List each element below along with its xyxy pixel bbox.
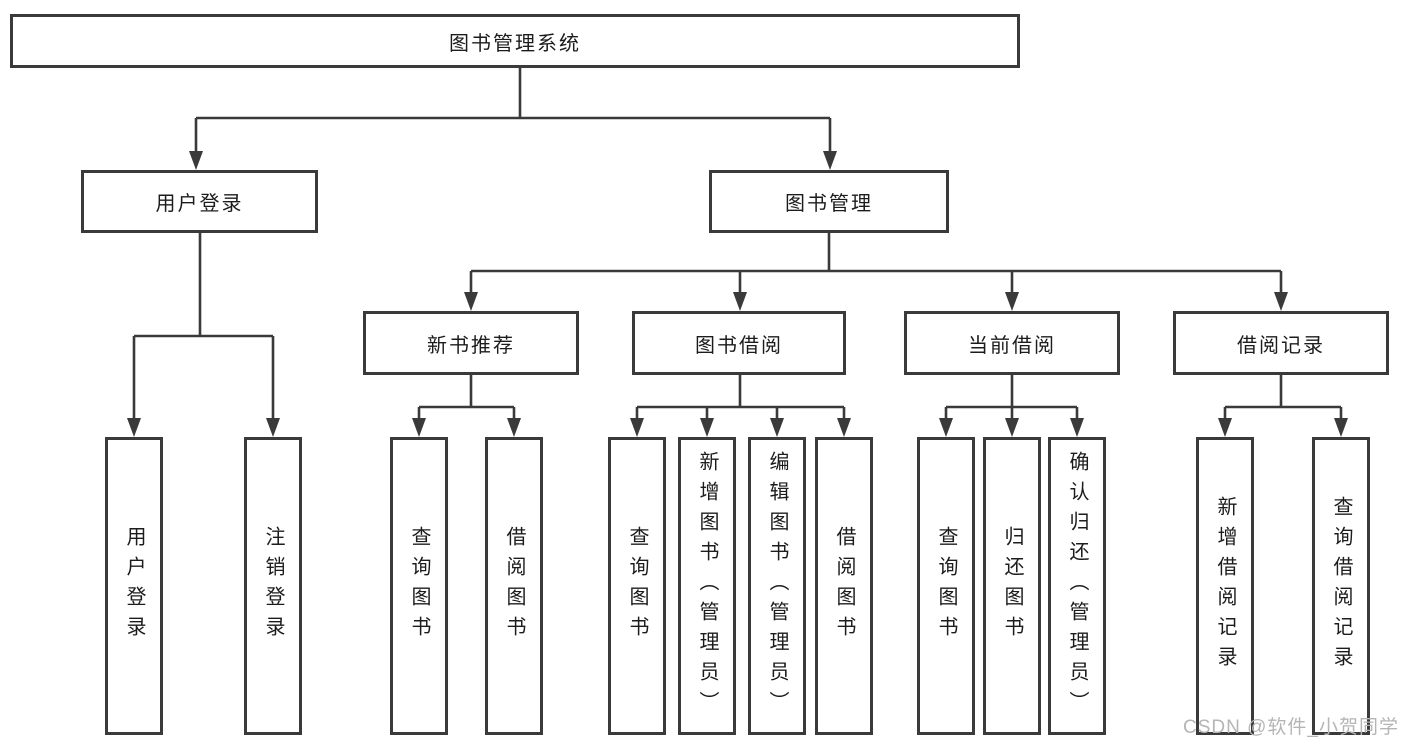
- leaf-label: 查询借阅记录: [1330, 496, 1352, 676]
- leaf-label: 注销登录: [262, 526, 284, 646]
- leaf-borrowing-query-books: 查询图书: [608, 437, 666, 735]
- node-root-system: 图书管理系统: [10, 14, 1020, 68]
- leaf-recommend-borrow-books: 借阅图书: [485, 437, 543, 735]
- leaf-records-query-borrow-record: 查询借阅记录: [1312, 437, 1370, 735]
- node-book-borrowing: 图书借阅: [632, 311, 846, 375]
- node-new-book-recommendation: 新书推荐: [363, 311, 579, 375]
- leaf-borrowing-borrow-books: 借阅图书: [815, 437, 873, 735]
- arrowhead-icons: [127, 151, 1348, 437]
- leaf-label: 归还图书: [1001, 526, 1023, 646]
- leaf-current-query-books: 查询图书: [917, 437, 975, 735]
- leaf-borrowing-edit-books-admin: 编辑图书（管理员）: [748, 437, 806, 735]
- leaf-label: 新增借阅记录: [1214, 496, 1236, 676]
- leaf-label: 查询图书: [626, 526, 648, 646]
- node-borrowing-records: 借阅记录: [1173, 311, 1389, 375]
- leaf-logout: 注销登录: [244, 437, 302, 735]
- leaf-current-return-books: 归还图书: [983, 437, 1041, 735]
- leaf-records-add-borrow-record: 新增借阅记录: [1196, 437, 1254, 735]
- leaf-label: 用户登录: [123, 526, 145, 646]
- leaf-label: 查询图书: [408, 526, 430, 646]
- leaf-borrowing-add-books-admin: 新增图书（管理员）: [678, 437, 736, 735]
- node-user-login: 用户登录: [81, 170, 318, 233]
- leaf-label: 借阅图书: [833, 526, 855, 646]
- leaf-label: 查询图书: [935, 526, 957, 646]
- leaf-recommend-query-books: 查询图书: [390, 437, 448, 735]
- csdn-watermark: CSDN @软件_小贺同学: [1183, 717, 1399, 738]
- leaf-user-login: 用户登录: [105, 437, 163, 735]
- leaf-label: 确认归还（管理员）: [1066, 451, 1088, 721]
- node-current-borrowing: 当前借阅: [904, 311, 1120, 375]
- leaf-label: 编辑图书（管理员）: [766, 451, 788, 721]
- leaf-label: 借阅图书: [503, 526, 525, 646]
- leaf-label: 新增图书（管理员）: [696, 451, 718, 721]
- leaf-current-confirm-return-admin: 确认归还（管理员）: [1048, 437, 1106, 735]
- node-book-management: 图书管理: [709, 170, 949, 233]
